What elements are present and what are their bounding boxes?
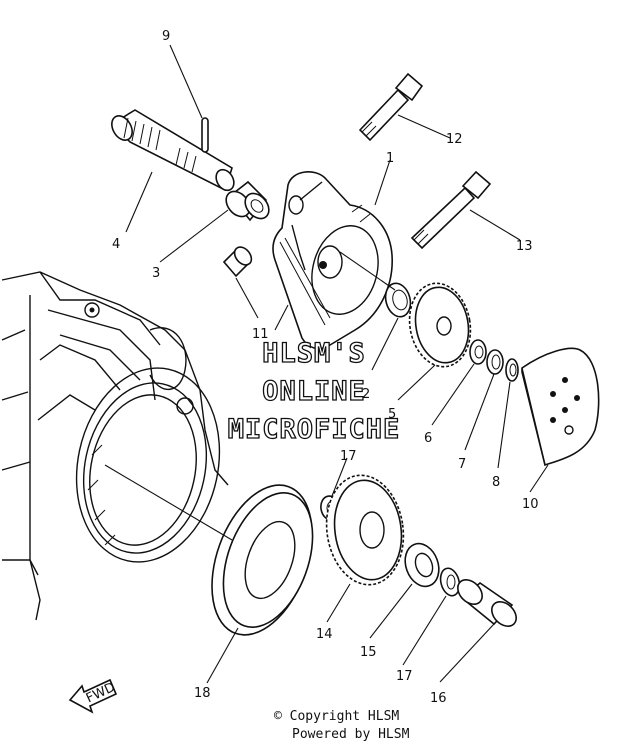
part-label-9: 9	[162, 29, 170, 44]
part-15-bearing	[404, 542, 440, 588]
watermark-line-1: HLSM'S	[262, 338, 366, 369]
part-label-13: 13	[516, 239, 533, 254]
part-6-washer	[469, 339, 487, 365]
leader-lines	[104, 44, 549, 684]
part-label-7: 7	[458, 457, 466, 472]
part-label-2: 2	[362, 387, 370, 402]
part-label-6: 6	[424, 431, 432, 446]
part-label-14: 14	[316, 627, 333, 642]
part-16-collar	[457, 579, 517, 627]
part-label-5: 5	[388, 407, 396, 422]
part-1-housing	[272, 171, 393, 350]
part-label-15: 15	[360, 645, 377, 660]
part-11-dowel	[222, 246, 253, 278]
part-8-clip	[505, 358, 519, 382]
part-14-gear	[325, 474, 405, 586]
part-label-1: 1	[386, 151, 394, 166]
part-18-ring	[211, 484, 314, 636]
part-4-shaft	[110, 109, 235, 192]
part-label-8: 8	[492, 475, 500, 490]
part-label-3: 3	[152, 266, 160, 281]
part-labels: 9 1 12 4 3 13 11 2 5 6 7 8 10 17 14 15 1…	[112, 29, 539, 706]
part-2-seal	[384, 282, 412, 318]
part-label-4: 4	[112, 237, 120, 252]
powered-by-text: Powered by HLSM	[292, 727, 410, 742]
part-10-plate	[521, 347, 600, 467]
part-9-pin	[201, 117, 209, 153]
watermark-line-3: MICROFICHE	[228, 414, 401, 445]
part-label-18: 18	[194, 686, 211, 701]
part-12-bolt	[358, 72, 424, 142]
part-13-bolt	[410, 170, 492, 250]
part-label-12: 12	[446, 132, 463, 147]
part-3-bushing	[225, 180, 270, 222]
part-label-10: 10	[522, 497, 539, 512]
part-5-gear	[408, 282, 472, 368]
part-7-washer	[486, 349, 504, 375]
copyright-text: © Copyright HLSM	[274, 709, 399, 724]
part-label-17-upper: 17	[340, 449, 357, 464]
crankcase	[1, 271, 229, 621]
watermark-line-2: ONLINE	[262, 376, 366, 407]
fwd-arrow-icon: FWD	[68, 678, 118, 714]
part-label-16: 16	[430, 691, 447, 706]
watermark: HLSM'S ONLINE MICROFICHE	[227, 337, 401, 445]
footer: © Copyright HLSM Powered by HLSM	[274, 709, 410, 742]
fwd-label: FWD	[84, 680, 118, 706]
part-label-11: 11	[252, 327, 269, 342]
part-17-washer-lower	[439, 567, 461, 597]
part-label-17-lower: 17	[396, 669, 413, 684]
